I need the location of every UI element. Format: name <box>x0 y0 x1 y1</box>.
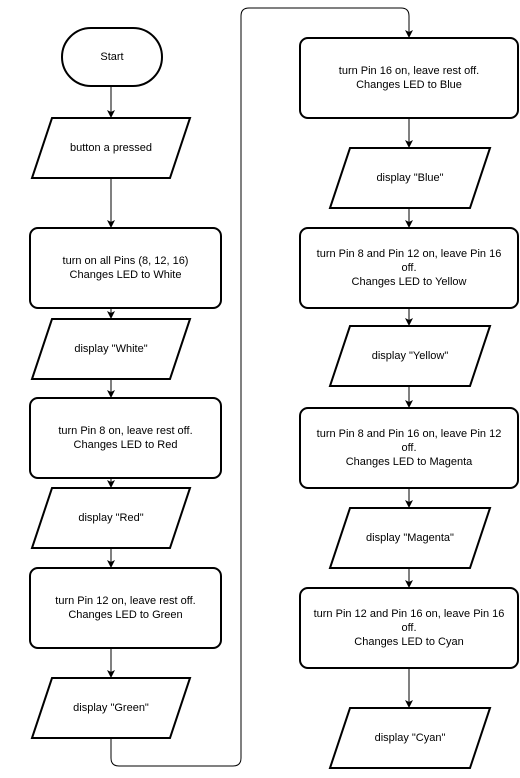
edge-green-to-pin16 <box>110 7 413 767</box>
display-white-parallelogram <box>30 318 192 380</box>
pin8-12-line2: off. <box>401 262 417 274</box>
display-cyan-label: display "Cyan" <box>338 708 482 768</box>
pin16-line1: turn Pin 16 on, leave rest off. <box>338 65 480 77</box>
display-red-label: display "Red" <box>40 488 182 548</box>
pin8-16-line3: Changes LED to Magenta <box>345 456 473 468</box>
display-green-text: display "Green" <box>73 702 149 714</box>
pin12-16-line1: turn Pin 12 and Pin 16 on, leave Pin 16 <box>313 608 505 620</box>
pin12-line2: Changes LED to Green <box>68 609 183 621</box>
all-pins-process <box>29 227 222 309</box>
pin8-16-line2: off. <box>401 442 417 454</box>
pin12-line1: turn Pin 12 on, leave rest off. <box>55 595 196 607</box>
pin16-label: turn Pin 16 on, leave rest off. Changes … <box>300 38 518 118</box>
display-yellow-label: display "Yellow" <box>338 326 482 386</box>
button-pressed-label: button a pressed <box>40 118 182 178</box>
display-red-parallelogram <box>30 487 192 549</box>
display-blue-parallelogram <box>328 147 492 209</box>
pin8-16-line1: turn Pin 8 and Pin 16 on, leave Pin 12 <box>316 428 502 440</box>
pin12-16-label: turn Pin 12 and Pin 16 on, leave Pin 16 … <box>300 588 518 668</box>
pin8-line1: turn Pin 8 on, leave rest off. <box>58 425 193 437</box>
pin12-16-line2: off. <box>401 622 417 634</box>
display-cyan-parallelogram <box>328 707 492 769</box>
pin12-process <box>29 567 222 649</box>
display-yellow-text: display "Yellow" <box>371 350 449 362</box>
start-terminator <box>61 27 163 87</box>
pin12-label: turn Pin 12 on, leave rest off. Changes … <box>30 568 221 648</box>
pin8-12-line1: turn Pin 8 and Pin 12 on, leave Pin 16 <box>316 248 502 260</box>
pin8-16-label: turn Pin 8 and Pin 16 on, leave Pin 12 o… <box>300 408 518 488</box>
pin8-line2: Changes LED to Red <box>73 439 178 451</box>
display-magenta-text: display "Magenta" <box>366 532 454 544</box>
button-pressed-text: button a pressed <box>70 142 152 154</box>
pin8-12-line3: Changes LED to Yellow <box>351 276 467 288</box>
display-red-text: display "Red" <box>78 512 144 524</box>
display-magenta-label: display "Magenta" <box>338 508 482 568</box>
display-blue-label: display "Blue" <box>338 148 482 208</box>
all-pins-line2: Changes LED to White <box>69 269 182 281</box>
button-pressed-parallelogram <box>30 117 192 179</box>
start-label: Start <box>62 28 162 86</box>
all-pins-label: turn on all Pins (8, 12, 16) Changes LED… <box>30 228 221 308</box>
start-text: Start <box>100 51 124 63</box>
display-green-label: display "Green" <box>40 678 182 738</box>
display-white-label: display "White" <box>40 319 182 379</box>
pin8-process <box>29 397 222 479</box>
pin8-12-label: turn Pin 8 and Pin 12 on, leave Pin 16 o… <box>300 228 518 308</box>
display-white-text: display "White" <box>74 343 148 355</box>
display-cyan-text: display "Cyan" <box>374 732 446 744</box>
all-pins-line1: turn on all Pins (8, 12, 16) <box>62 255 189 267</box>
display-blue-text: display "Blue" <box>376 172 444 184</box>
display-green-parallelogram <box>30 677 192 739</box>
display-yellow-parallelogram <box>328 325 492 387</box>
pin12-16-line3: Changes LED to Cyan <box>354 636 464 648</box>
pin8-label: turn Pin 8 on, leave rest off. Changes L… <box>30 398 221 478</box>
pin16-line2: Changes LED to Blue <box>356 79 462 91</box>
display-magenta-parallelogram <box>328 507 492 569</box>
